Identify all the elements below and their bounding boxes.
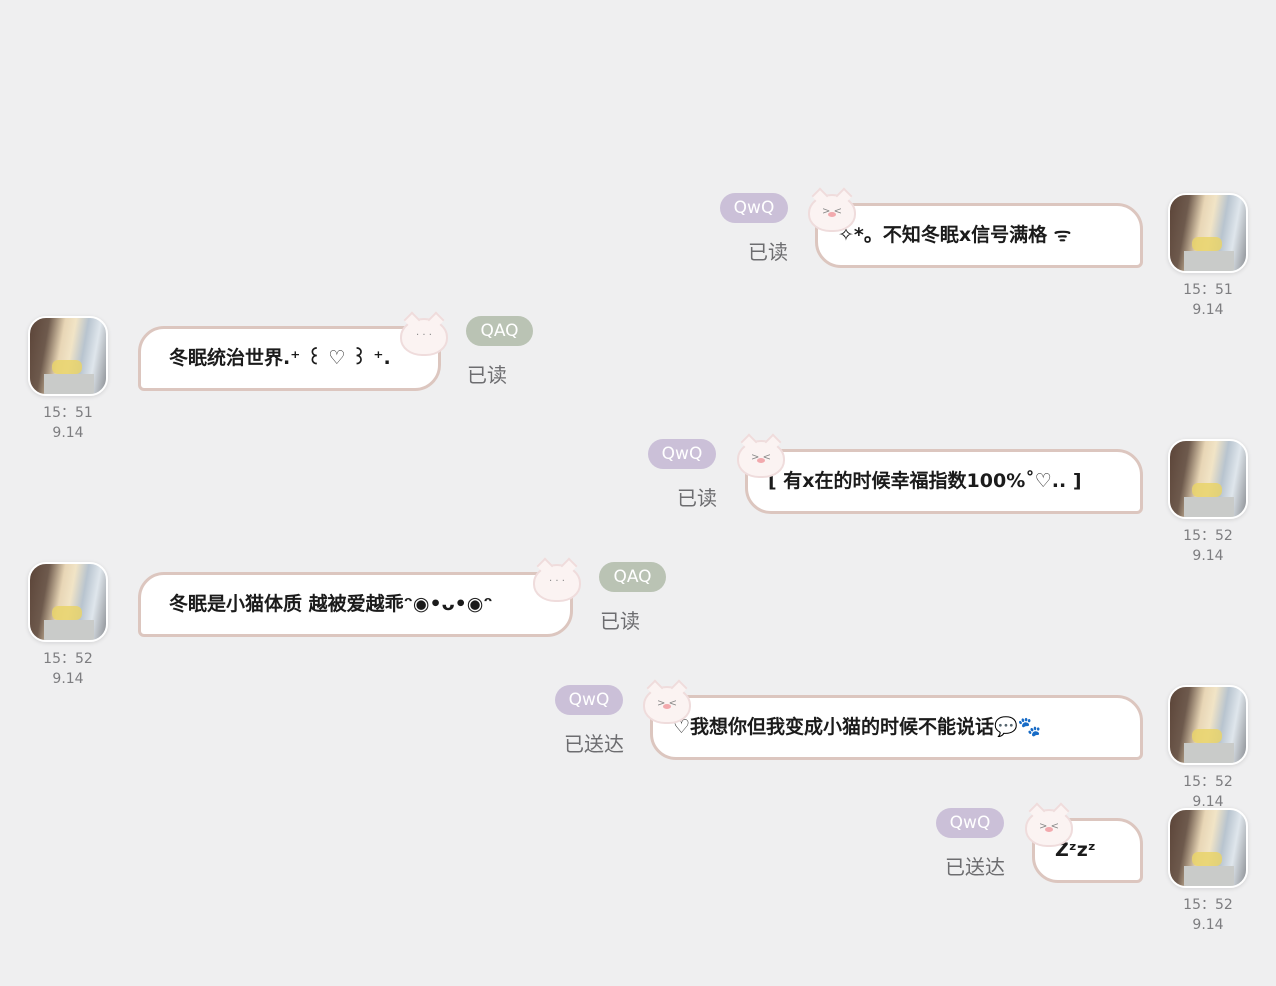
cat-sticker-icon: > < (643, 679, 691, 724)
mood-badge: QwQ (648, 439, 716, 469)
message-bubble[interactable]: ✧*。不知冬眠x信号满格 ᯤ (815, 203, 1143, 268)
read-status: 已读 (748, 240, 788, 264)
cat-sticker-icon: · · · (533, 557, 581, 602)
message-bubble[interactable]: 冬眠是小猫体质 越被爱越乖ᵔ◉•ᴗ•◉ᵔ (138, 572, 573, 637)
read-status: 已读 (467, 363, 507, 387)
cat-sticker-icon: > < (1025, 802, 1073, 847)
mood-badge: QwQ (936, 808, 1004, 838)
avatar[interactable] (1168, 685, 1248, 765)
delivery-status: 已送达 (945, 855, 1005, 879)
mood-badge: QAQ (599, 562, 666, 592)
mood-badge: QAQ (466, 316, 533, 346)
read-status: 已读 (677, 486, 717, 510)
mood-badge: QwQ (720, 193, 788, 223)
avatar[interactable] (1168, 439, 1248, 519)
message-bubble[interactable]: [ 有x在的时候幸福指数100%˚♡.. ] (745, 449, 1143, 514)
avatar[interactable] (28, 562, 108, 642)
cat-sticker-icon: > < (737, 433, 785, 478)
cat-sticker-icon: > < (808, 187, 856, 232)
delivery-status: 已送达 (564, 732, 624, 756)
avatar[interactable] (28, 316, 108, 396)
cat-sticker-icon: · · · (400, 311, 448, 356)
message-bubble[interactable]: Zᶻzᶻ (1032, 818, 1143, 883)
mood-badge: QwQ (555, 685, 623, 715)
read-status: 已读 (600, 609, 640, 633)
avatar[interactable] (1168, 808, 1248, 888)
avatar[interactable] (1168, 193, 1248, 273)
message-bubble[interactable]: 冬眠统治世界.⁺ ꒰ ♡ ꒱ ⁺. (138, 326, 441, 391)
message-bubble[interactable]: ♡我想你但我变成小猫的时候不能说话💬🐾 (650, 695, 1143, 760)
